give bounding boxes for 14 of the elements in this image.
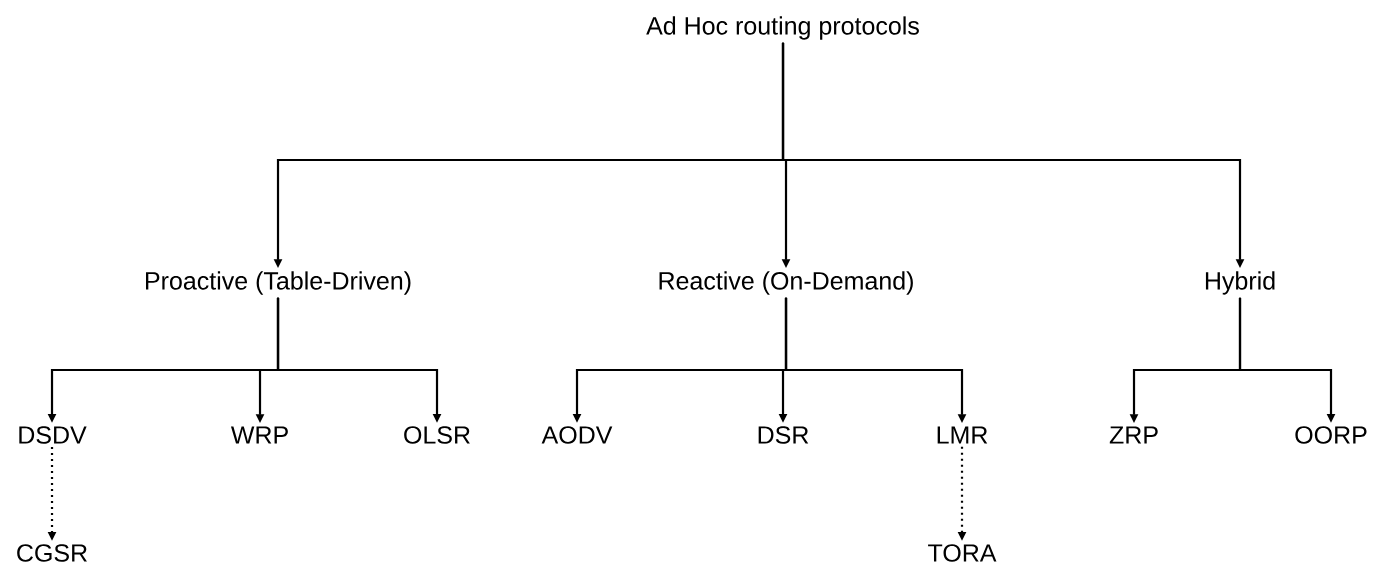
node-label: ZRP bbox=[1109, 426, 1158, 444]
node-label: DSDV bbox=[19, 426, 87, 444]
node-label: CGSR bbox=[17, 544, 87, 562]
node-label: Ad Hoc routing protocols bbox=[646, 16, 919, 40]
node-label: OORP bbox=[1295, 426, 1367, 444]
node-label: TORA bbox=[928, 544, 997, 562]
node-label: Proactive (Table-Driven) bbox=[146, 271, 411, 295]
node-label: DSR bbox=[758, 426, 809, 444]
node-label: AODV bbox=[541, 426, 613, 444]
node-label: WRP bbox=[230, 426, 288, 444]
node-label: OLSR bbox=[404, 426, 470, 444]
node-label: Reactive (On-Demand) bbox=[659, 271, 913, 295]
node-label: LMR bbox=[937, 426, 988, 444]
node-label: Hybrid bbox=[1205, 271, 1275, 295]
